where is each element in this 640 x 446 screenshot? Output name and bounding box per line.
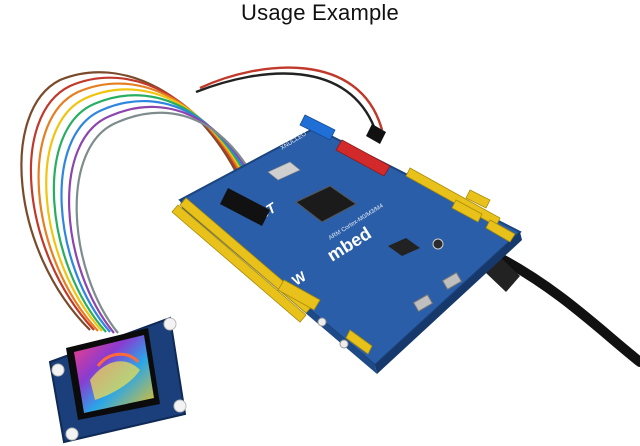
wire-connector-red: [366, 124, 386, 144]
mount-hole: [51, 363, 65, 377]
mcu-chip: [295, 185, 357, 223]
usb-port: [412, 293, 434, 313]
pin-header-red: [335, 139, 391, 177]
small-chip: [388, 238, 420, 256]
pin-header-left: [171, 197, 313, 323]
mbed-board: mbed ARM Cortex-M0/M3/M4 XNUCLEO ST W: [171, 114, 522, 374]
user-button-2: [339, 339, 349, 349]
jumper-wires: [20, 66, 384, 334]
user-button: [317, 317, 327, 327]
pin-header-blue: [299, 114, 336, 141]
power-cable: [495, 253, 640, 367]
usb-port-2: [441, 271, 463, 291]
mount-hole: [163, 317, 177, 331]
mount-hole: [173, 399, 187, 413]
pin-header-bottom: [277, 189, 516, 355]
oled-module: [48, 316, 187, 444]
page-title: Usage Example: [241, 0, 399, 25]
mount-hole: [65, 427, 79, 441]
crystal: [267, 161, 301, 181]
reset-button: [432, 238, 444, 250]
wire-connector: [220, 188, 270, 226]
